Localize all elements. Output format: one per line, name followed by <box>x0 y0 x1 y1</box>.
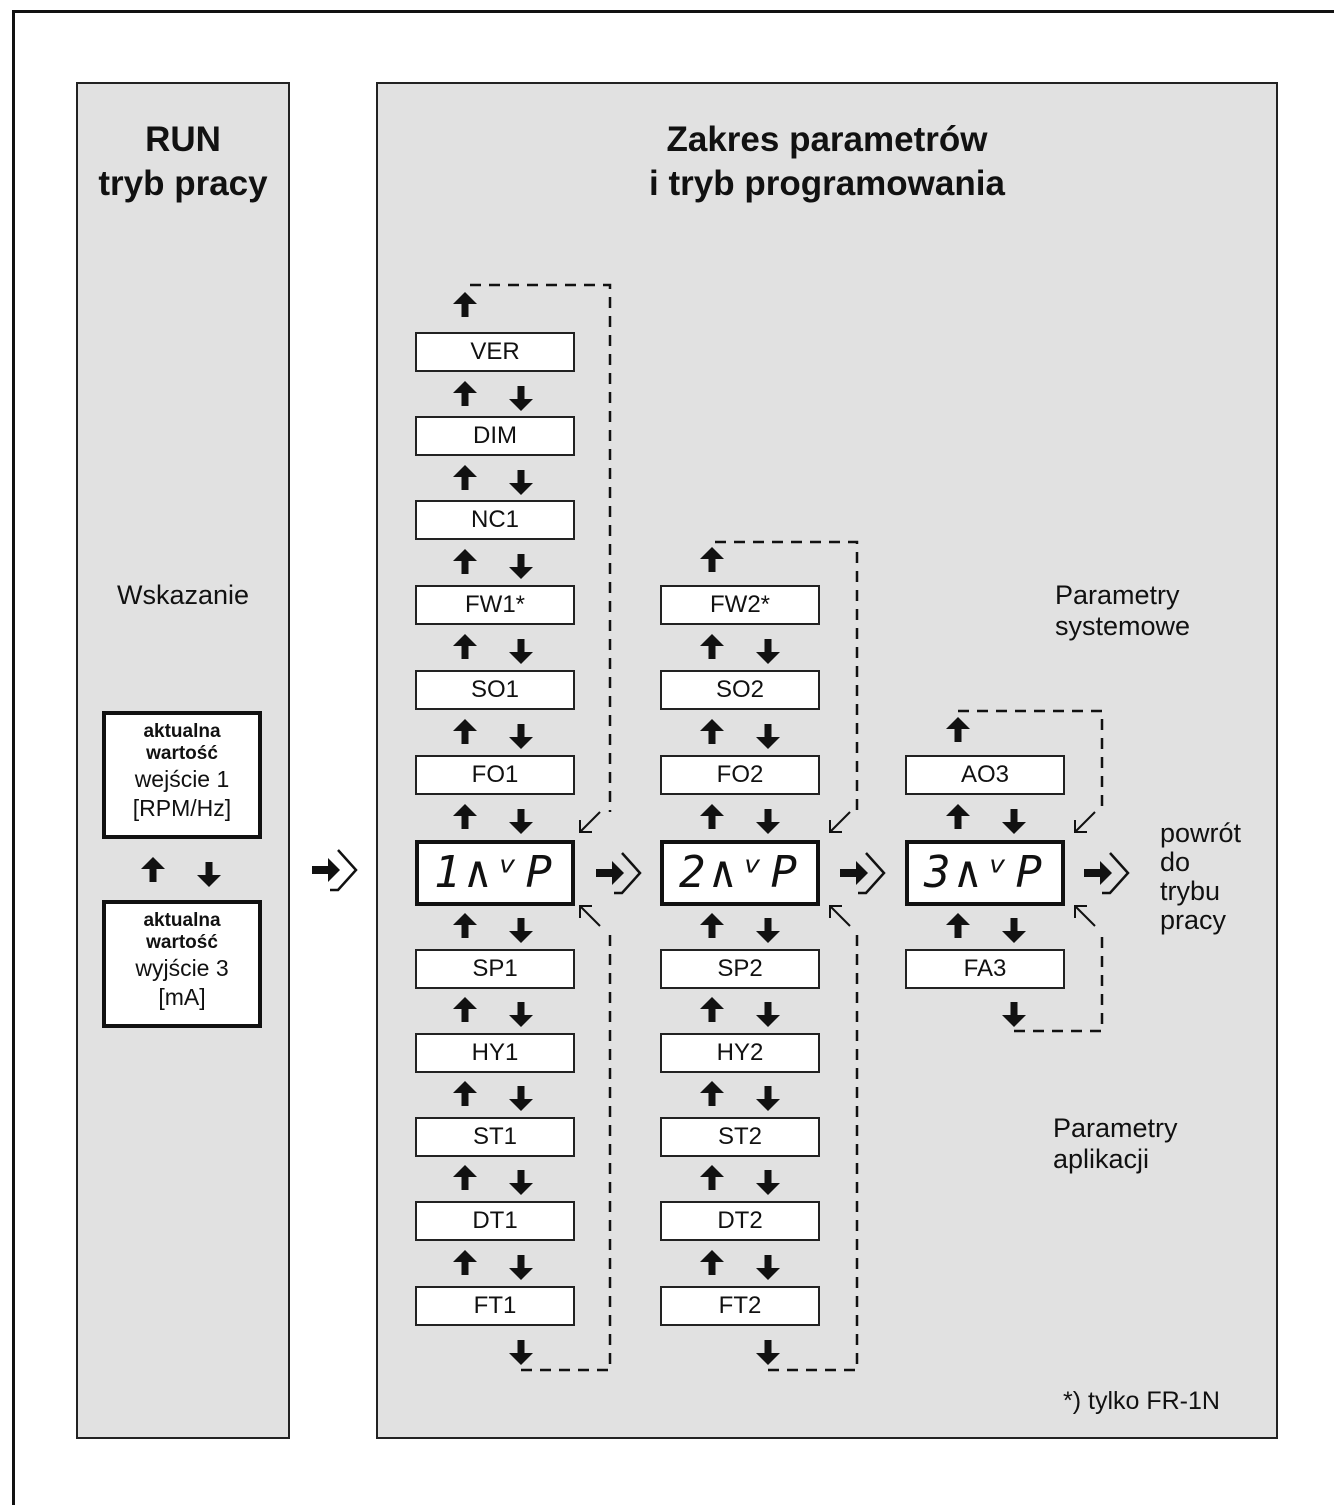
return-label-line3: trybu <box>1160 876 1221 906</box>
indication-label: Wskazanie <box>116 580 250 610</box>
param-fw2: FW2* <box>660 585 820 625</box>
app-params-label-line2: aplikacji <box>1053 1144 1150 1174</box>
system-params-label-line1: Parametry <box>1055 580 1180 610</box>
loop-lines <box>470 283 1104 1372</box>
input-value-line4: [RPM/Hz] <box>132 795 232 821</box>
param-fo1: FO1 <box>415 755 575 795</box>
output-value-line4: [mA] <box>158 984 206 1010</box>
input-value-line2: wartość <box>146 743 218 764</box>
param-fa3: FA3 <box>905 949 1065 989</box>
param-st1: ST1 <box>415 1117 575 1157</box>
output-value-line2: wartość <box>146 932 218 953</box>
param-hy2: HY2 <box>660 1033 820 1073</box>
param-dt2: DT2 <box>660 1201 820 1241</box>
display-2up: 2∧ᵛP <box>660 840 820 906</box>
app-params-label-line1: Parametry <box>1053 1113 1178 1143</box>
param-sp1: SP1 <box>415 949 575 989</box>
run-title-line1: RUN <box>145 120 221 159</box>
output-value-line1: aktualna <box>143 910 221 931</box>
param-ao3: AO3 <box>905 755 1065 795</box>
param-st2: ST2 <box>660 1117 820 1157</box>
col2-arrows <box>700 634 780 1365</box>
system-params-label-line2: systemowe <box>1055 611 1191 641</box>
param-fw1: FW1* <box>415 585 575 625</box>
param-sp2: SP2 <box>660 949 820 989</box>
input-value-line1: aktualna <box>143 721 221 742</box>
output-value-box: aktualna wartość wyjście 3 [mA] <box>102 900 262 1028</box>
return-label-line4: pracy <box>1160 905 1227 935</box>
input-value-box: aktualna wartość wejście 1 [RPM/Hz] <box>102 711 262 839</box>
col1-arrows <box>453 381 533 1365</box>
outer-frame <box>12 10 1334 1505</box>
run-title-line2: tryb pracy <box>98 164 268 203</box>
param-ft2: FT2 <box>660 1286 820 1326</box>
range-title-line1: Zakres parametrów <box>666 120 988 159</box>
param-dim: DIM <box>415 416 575 456</box>
param-dt1: DT1 <box>415 1201 575 1241</box>
output-value-line3: wyjście 3 <box>135 955 229 981</box>
return-label-line2: do <box>1160 847 1191 877</box>
param-ver: VER <box>415 332 575 372</box>
param-fo2: FO2 <box>660 755 820 795</box>
param-nc1: NC1 <box>415 500 575 540</box>
footnote: *) tylko FR-1N <box>1063 1387 1220 1415</box>
display-1up: 1∧ᵛP <box>415 840 575 906</box>
param-ft1: FT1 <box>415 1286 575 1326</box>
param-hy1: HY1 <box>415 1033 575 1073</box>
col3-arrows <box>946 804 1026 1027</box>
display-3up: 3∧ᵛP <box>905 840 1065 906</box>
param-so2: SO2 <box>660 670 820 710</box>
return-label-line1: powrót <box>1160 818 1242 848</box>
input-value-line3: wejście 1 <box>134 766 230 792</box>
range-title-line2: i tryb programowania <box>649 164 1005 203</box>
param-so1: SO1 <box>415 670 575 710</box>
return-pointers <box>579 811 1096 927</box>
